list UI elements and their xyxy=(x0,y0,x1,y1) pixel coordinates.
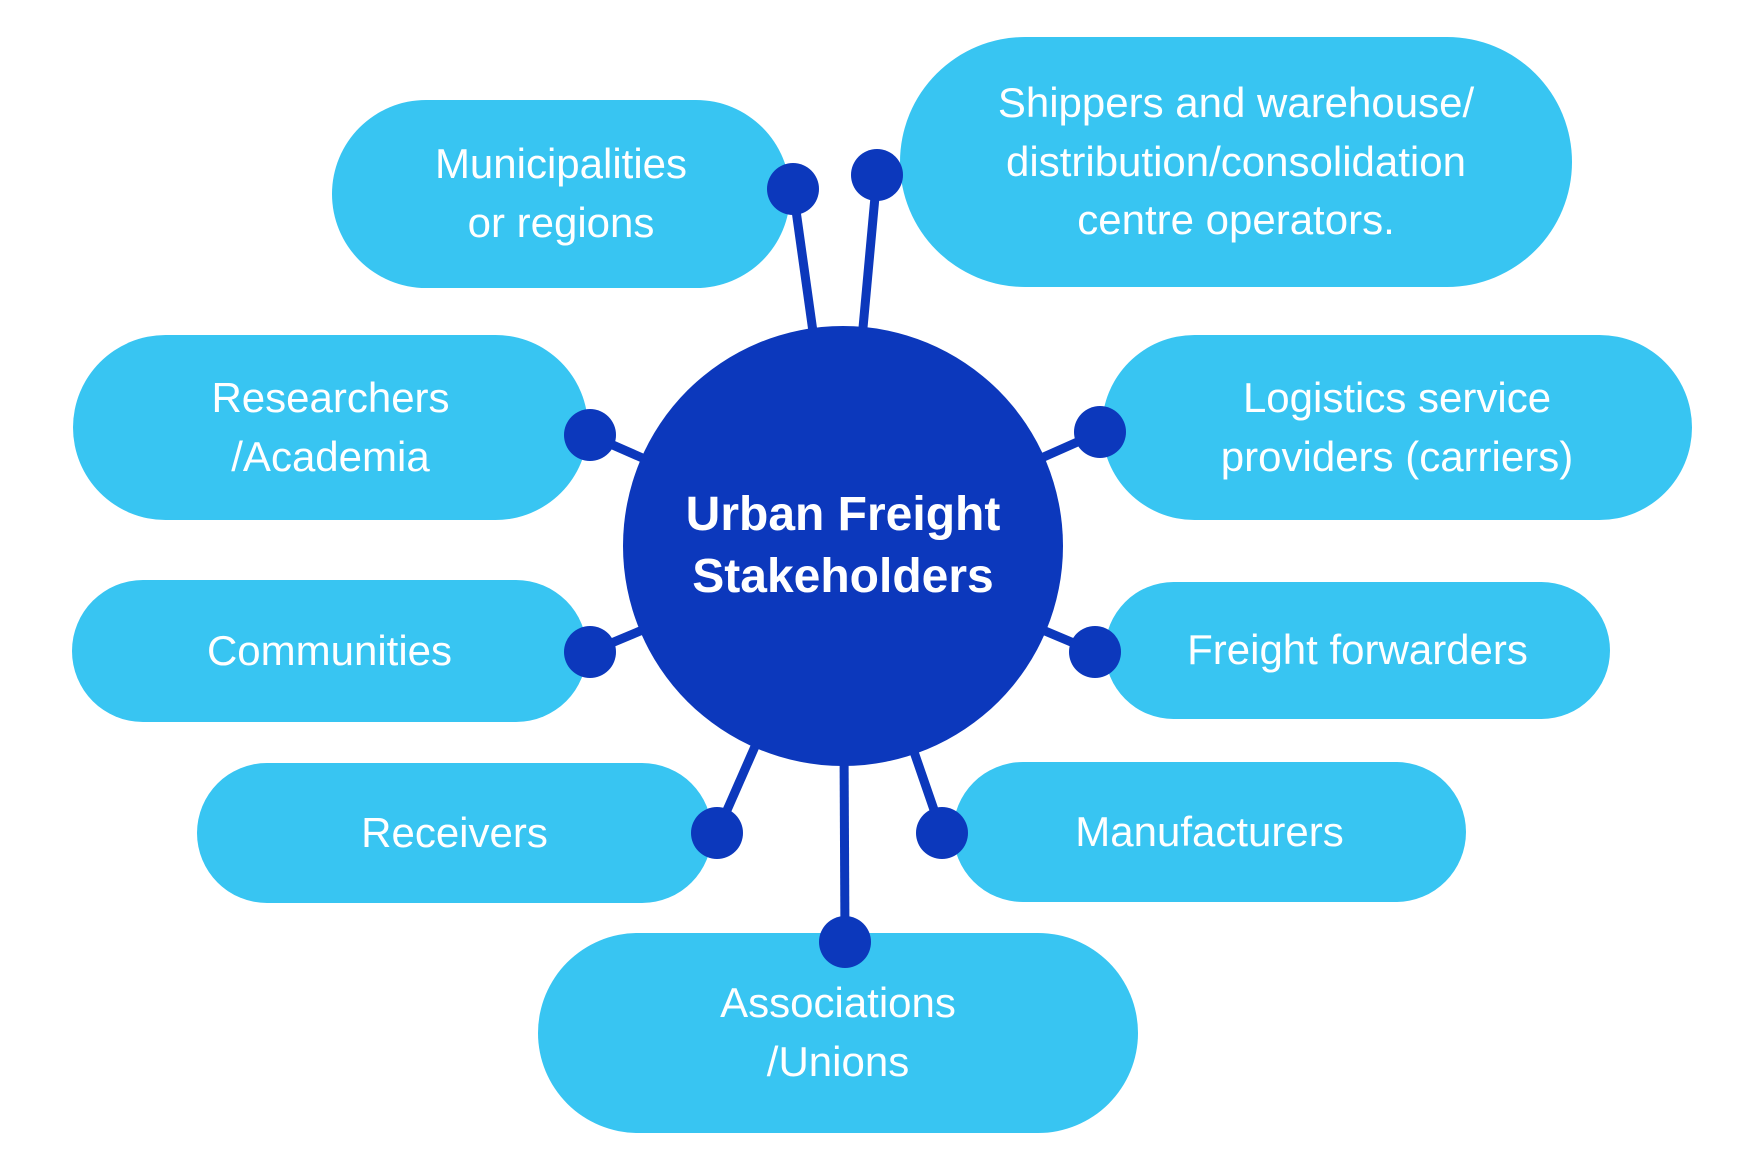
node-logistics-service-providers: Logistics service providers (carriers) xyxy=(1102,335,1692,520)
node-communities: Communities xyxy=(72,580,587,722)
connector-dot-shippers xyxy=(851,149,903,201)
node-associations-unions: Associations /Unions xyxy=(538,933,1138,1133)
node-municipalities-or-regions: Municipalities or regions xyxy=(332,100,790,288)
node-manufacturers: Manufacturers xyxy=(953,762,1466,902)
node-researchers-academia: Researchers /Academia xyxy=(73,335,588,520)
hub-urban-freight-stakeholders: Urban Freight Stakeholders xyxy=(623,326,1063,766)
node-shippers-warehouse-operators: Shippers and warehouse/ distribution/con… xyxy=(900,37,1572,287)
node-receivers: Receivers xyxy=(197,763,712,903)
node-freight-forwarders: Freight forwarders xyxy=(1105,582,1610,719)
